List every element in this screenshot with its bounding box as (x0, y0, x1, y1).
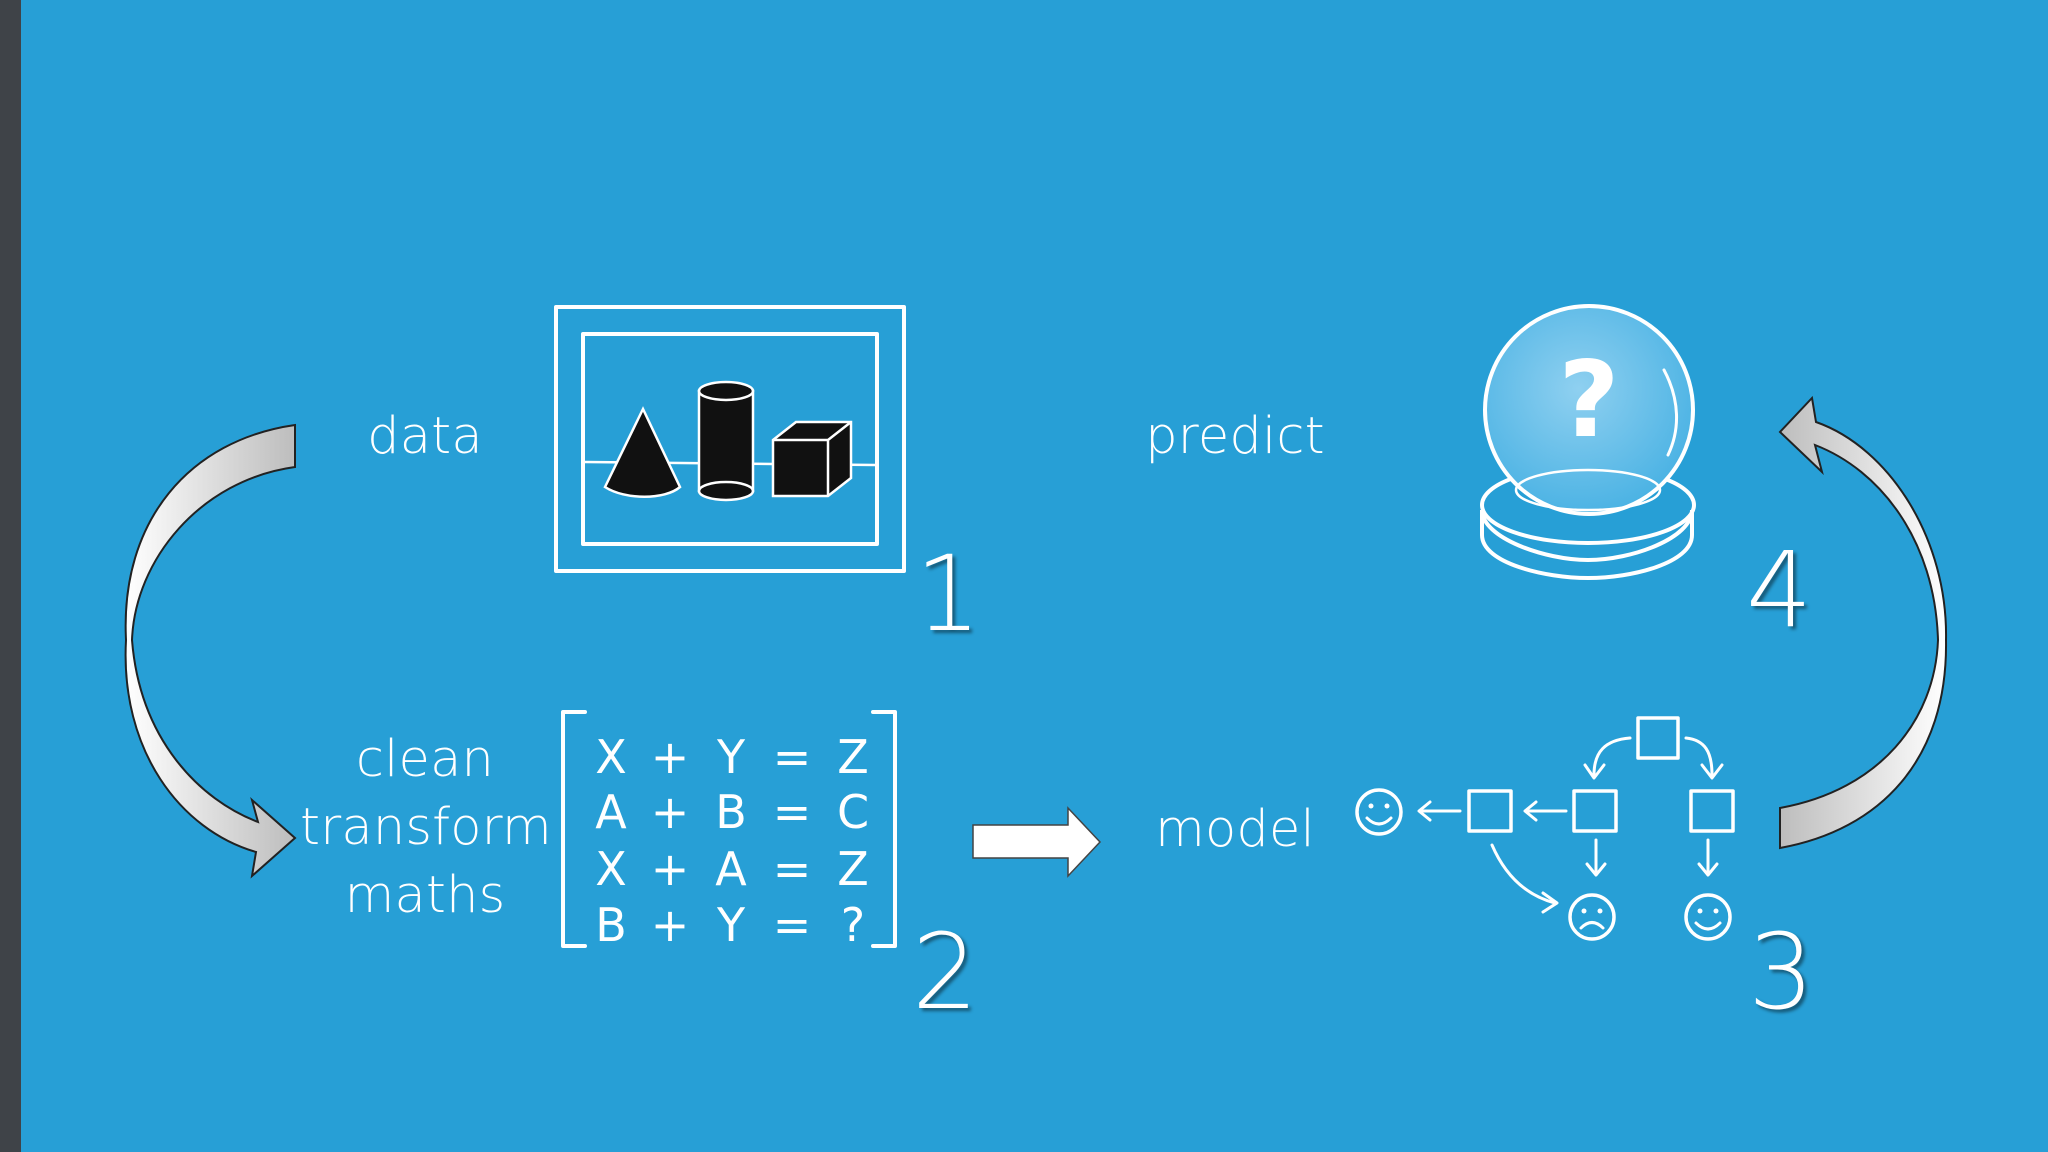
equation-symbol: = (773, 842, 812, 896)
happy-face-icon (1355, 788, 1403, 836)
slide-background (21, 0, 2048, 1152)
equation-symbol: = (773, 898, 812, 952)
equation-symbol: B (595, 898, 627, 952)
equations-icon (561, 710, 897, 948)
equation-symbol: + (651, 898, 690, 952)
crystal-ball-icon: ? (1480, 304, 1696, 581)
equation-symbol: ? (841, 898, 865, 952)
step-2-label: clean transform maths (300, 726, 552, 930)
step-2-label-line-1: clean (355, 730, 495, 789)
equation-symbol: Y (716, 730, 746, 784)
step-2-number: 2 (912, 911, 979, 1033)
step-1-label: data (367, 407, 483, 466)
step-1-number: 1 (915, 533, 982, 655)
crystal-ball-symbol: ? (1559, 339, 1620, 461)
equation-symbol: A (595, 785, 627, 839)
straight-arrow (972, 806, 1102, 878)
equation-rows: X + Y = Z A + B = C X + A = Z B + Y =? (595, 730, 869, 952)
equation-symbol: + (651, 730, 690, 784)
equation-symbol: Y (716, 898, 746, 952)
equation-symbol: + (651, 842, 690, 896)
step-4-label: predict (1145, 407, 1325, 466)
sad-face-icon (1568, 893, 1616, 941)
step-3-number: 3 (1748, 911, 1815, 1033)
right-curved-arrow (1778, 395, 1948, 850)
equation-symbol: Z (837, 842, 869, 896)
equation-symbol: = (773, 730, 812, 784)
equation-symbol: C (837, 785, 869, 839)
step-4-number: 4 (1746, 529, 1813, 651)
decision-tree-icon (1355, 716, 1735, 941)
equation-symbol: = (773, 785, 812, 839)
equation-symbol: Z (837, 730, 869, 784)
step-3-label: model (1155, 800, 1315, 859)
equation-symbol: X (595, 730, 627, 784)
shapes-picture-icon (554, 305, 906, 573)
happy-face-icon (1684, 893, 1732, 941)
step-2-label-line-3: maths (344, 866, 506, 925)
equation-symbol: + (651, 785, 690, 839)
equation-symbol: B (715, 785, 747, 839)
step-2-label-line-2: transform (300, 798, 552, 857)
equation-symbol: A (715, 842, 747, 896)
left-curved-arrow (124, 423, 297, 879)
equation-symbol: X (595, 842, 627, 896)
